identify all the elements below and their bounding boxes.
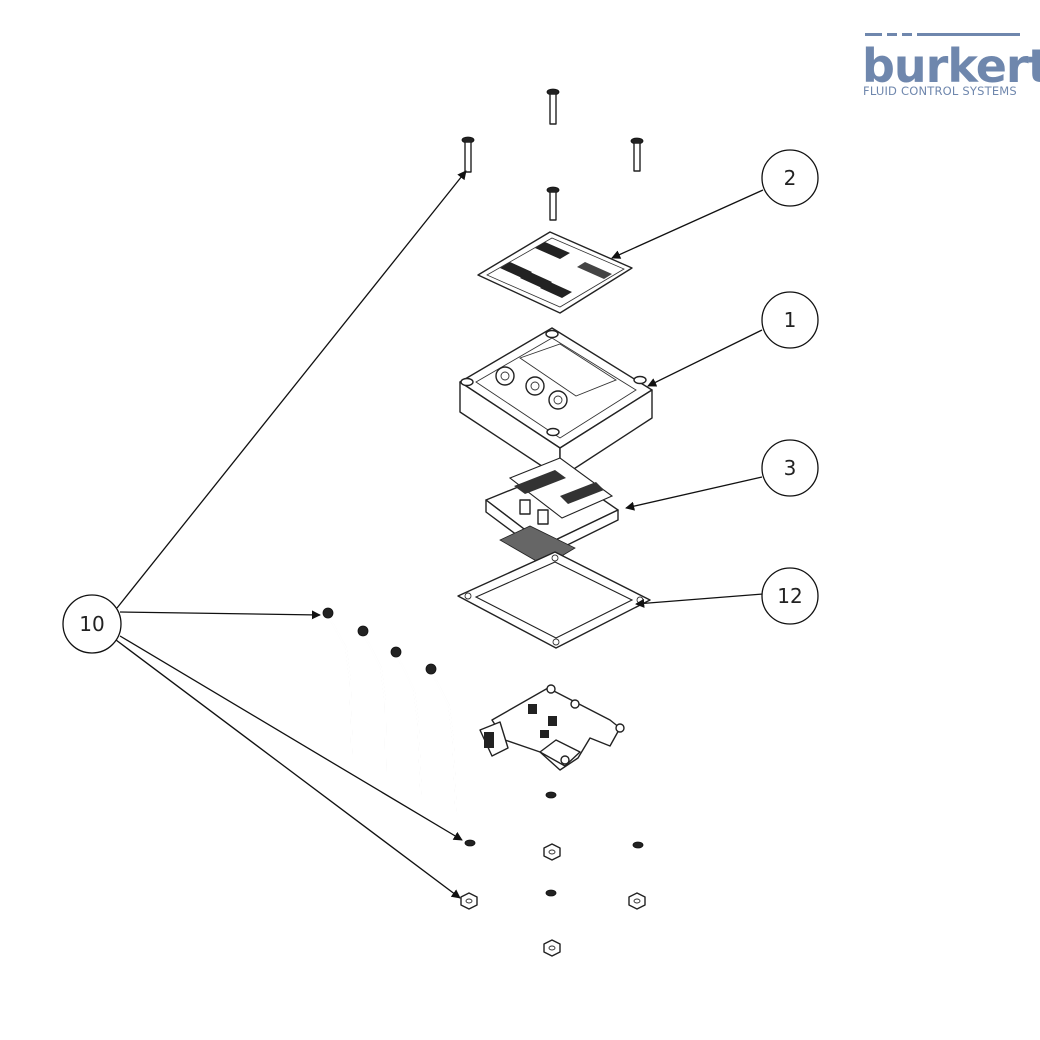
callout-3: 3 bbox=[761, 439, 819, 497]
burkert-logo: burkert FLUID CONTROL SYSTEMS bbox=[862, 33, 1040, 98]
logo-top-bar bbox=[865, 33, 1020, 36]
label-plate bbox=[477, 231, 633, 314]
gasket bbox=[457, 551, 651, 649]
leader-10-screw bbox=[116, 170, 467, 609]
nut-2 bbox=[460, 892, 478, 910]
screw-top-right bbox=[630, 137, 644, 172]
mounting-bracket bbox=[479, 684, 625, 771]
screw-top-left bbox=[461, 136, 475, 173]
callout-1: 1 bbox=[761, 291, 819, 349]
nut-1 bbox=[543, 843, 561, 861]
nut-4 bbox=[543, 939, 561, 957]
callout-12-label: 12 bbox=[777, 584, 802, 608]
callout-1-label: 1 bbox=[784, 308, 797, 332]
nut-group bbox=[460, 791, 646, 957]
leader-3 bbox=[625, 476, 763, 511]
electronics-board bbox=[485, 457, 619, 567]
screw-middle bbox=[546, 186, 560, 221]
housing-cover bbox=[459, 327, 653, 479]
nut-3 bbox=[628, 892, 646, 910]
wire-1 bbox=[322, 607, 353, 756]
callout-10-label: 10 bbox=[79, 612, 104, 636]
leader-12 bbox=[635, 593, 764, 608]
washer-1 bbox=[545, 791, 557, 799]
washer-3 bbox=[632, 841, 644, 849]
callout-12: 12 bbox=[761, 567, 819, 625]
washer-2 bbox=[464, 839, 476, 847]
leader-2 bbox=[611, 189, 764, 259]
wire-4 bbox=[425, 663, 457, 813]
callout-10: 10 bbox=[62, 594, 122, 654]
callout-3-label: 3 bbox=[784, 456, 797, 480]
logo-wordmark: burkert bbox=[862, 39, 1040, 93]
leader-1 bbox=[647, 329, 763, 387]
leader-10-nut bbox=[115, 639, 461, 899]
screw-top-center bbox=[546, 88, 560, 125]
washer-4 bbox=[545, 889, 557, 897]
logo-tagline: FLUID CONTROL SYSTEMS bbox=[863, 84, 1017, 98]
callout-2-label: 2 bbox=[784, 166, 797, 190]
leader-10-wire bbox=[119, 610, 321, 620]
leader-10-washer bbox=[119, 635, 463, 841]
wire-2 bbox=[357, 625, 387, 773]
callout-2: 2 bbox=[761, 149, 819, 207]
wire-3 bbox=[390, 646, 422, 796]
